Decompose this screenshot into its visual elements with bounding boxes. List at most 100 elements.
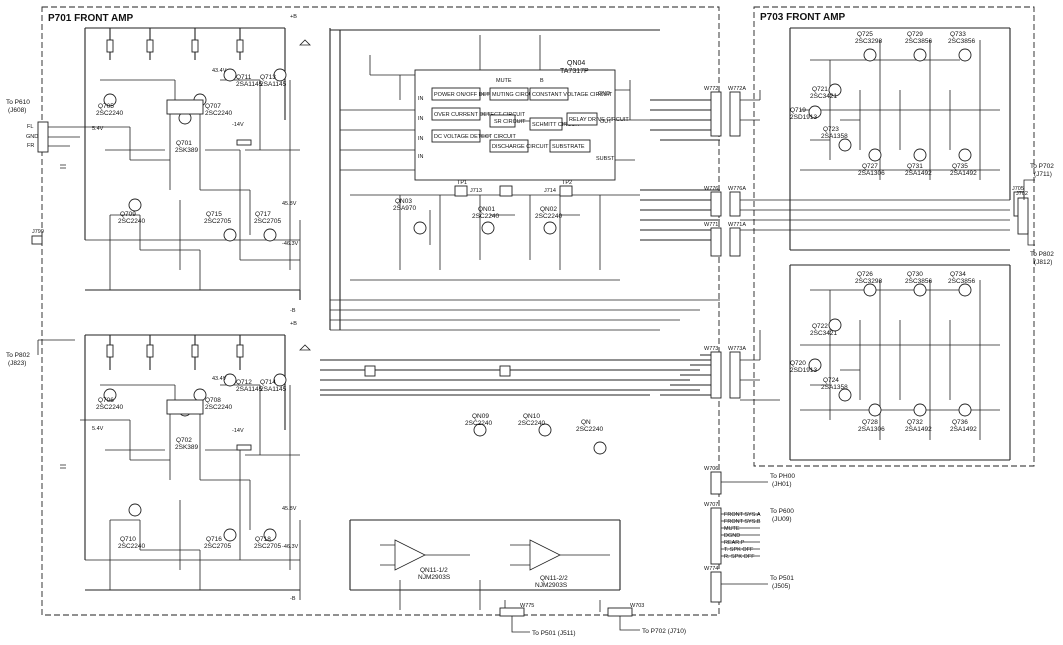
svg-text:FRONT SYS.A: FRONT SYS.A bbox=[724, 512, 761, 518]
p701-board-outline bbox=[41, 6, 720, 616]
to-p501-right-label: To P501 bbox=[770, 575, 794, 582]
svg-text:DC VOLTAGE DETECT CIRCUIT: DC VOLTAGE DETECT CIRCUIT bbox=[434, 134, 517, 140]
input-connector: FL GND FR bbox=[26, 121, 80, 153]
center-transistors bbox=[413, 221, 607, 455]
left-passive-components bbox=[60, 39, 311, 469]
svg-text:+B: +B bbox=[290, 14, 297, 20]
svg-text:Q712: Q712 bbox=[236, 379, 252, 386]
svg-text:J713: J713 bbox=[470, 188, 482, 194]
svg-text:2SA1492: 2SA1492 bbox=[905, 426, 932, 433]
p701-title: P701 FRONT AMP bbox=[48, 13, 134, 24]
svg-text:Q708: Q708 bbox=[205, 397, 221, 404]
svg-text:Q719: Q719 bbox=[790, 107, 806, 114]
svg-text:SUBSTRATE: SUBSTRATE bbox=[552, 144, 585, 150]
svg-text:2SA1358: 2SA1358 bbox=[821, 133, 848, 140]
svg-text:Q702: Q702 bbox=[176, 437, 192, 444]
to-ph00-sub: (JH01) bbox=[772, 481, 792, 488]
to-p802-right-sub: (J812) bbox=[1034, 259, 1052, 266]
svg-text:B: B bbox=[540, 78, 544, 84]
to-p610-label: To P610 bbox=[6, 99, 30, 106]
svg-text:MUTE: MUTE bbox=[724, 526, 740, 532]
svg-text:2SC2240: 2SC2240 bbox=[96, 404, 123, 411]
svg-text:2SC2240: 2SC2240 bbox=[96, 110, 123, 117]
svg-text:2SK389: 2SK389 bbox=[175, 444, 199, 451]
mid-connectors: W772 W772A W776 W776A W771 W771A W773 W7… bbox=[704, 86, 746, 603]
svg-text:2SC3298: 2SC3298 bbox=[855, 278, 882, 285]
svg-text:Q729: Q729 bbox=[907, 31, 923, 38]
to-p600-label: To P600 bbox=[770, 508, 794, 515]
svg-text:Q710: Q710 bbox=[120, 536, 136, 543]
svg-text:W773A: W773A bbox=[728, 346, 746, 352]
svg-text:OUT: OUT bbox=[600, 119, 612, 125]
left-voltage-notes: 43.4V 43.4V -14V -14V 5.4V 5.4V 45.8V 45… bbox=[92, 14, 299, 602]
center-jumpers: TP1 J713 TP2 J714 bbox=[364, 180, 573, 377]
svg-text:-14V: -14V bbox=[232, 428, 244, 434]
svg-text:QN11-1/2: QN11-1/2 bbox=[420, 567, 448, 574]
svg-text:MUTE: MUTE bbox=[496, 78, 512, 84]
svg-text:W703: W703 bbox=[630, 603, 644, 609]
svg-text:W772: W772 bbox=[704, 86, 718, 92]
svg-text:J705: J705 bbox=[1012, 186, 1024, 192]
svg-text:Q701: Q701 bbox=[176, 140, 192, 147]
svg-text:2SD1913: 2SD1913 bbox=[790, 114, 817, 121]
svg-text:Q722: Q722 bbox=[812, 323, 828, 330]
svg-text:Q728: Q728 bbox=[862, 419, 878, 426]
p600-signals: FRONT SYS.A FRONT SYS.B MUTE DGND REAR.P… bbox=[721, 512, 761, 560]
svg-text:SCHMITT CIRCUIT: SCHMITT CIRCUIT bbox=[532, 122, 581, 128]
right-amp-wiring bbox=[789, 27, 1011, 461]
svg-text:2SC2240: 2SC2240 bbox=[472, 213, 499, 220]
svg-text:5.4V: 5.4V bbox=[92, 126, 104, 132]
svg-text:W771: W771 bbox=[704, 222, 718, 228]
svg-text:W774: W774 bbox=[704, 566, 718, 572]
to-p501-bottom-label: To P501 (J511) bbox=[532, 630, 576, 637]
svg-text:IN: IN bbox=[418, 96, 424, 102]
svg-text:2SA1306: 2SA1306 bbox=[858, 426, 885, 433]
svg-text:2SC3856: 2SC3856 bbox=[905, 38, 932, 45]
svg-text:Q730: Q730 bbox=[907, 271, 923, 278]
svg-text:Q720: Q720 bbox=[790, 360, 806, 367]
svg-text:2SC2240: 2SC2240 bbox=[118, 218, 145, 225]
svg-text:2SC3856: 2SC3856 bbox=[905, 278, 932, 285]
center-transistor-labels: QN03 2SA970 QN01 2SC2240 QN02 2SC2240 QN… bbox=[393, 198, 603, 433]
svg-text:IN: IN bbox=[418, 116, 424, 122]
svg-text:43.4V: 43.4V bbox=[212, 376, 227, 382]
bottom-connectors: W775 W703 bbox=[499, 603, 644, 633]
svg-text:POWER ON/OFF DETECT CIRCUIT: POWER ON/OFF DETECT CIRCUIT bbox=[434, 92, 525, 98]
svg-text:Q726: Q726 bbox=[857, 271, 873, 278]
svg-text:OVER CURRENT DETECT CIRCUIT: OVER CURRENT DETECT CIRCUIT bbox=[434, 112, 526, 118]
svg-text:SUBST: SUBST bbox=[596, 156, 615, 162]
svg-text:2SC2705: 2SC2705 bbox=[254, 218, 281, 225]
svg-text:2SC3856: 2SC3856 bbox=[948, 38, 975, 45]
svg-text:-14V: -14V bbox=[232, 122, 244, 128]
svg-text:Q736: Q736 bbox=[952, 419, 968, 426]
svg-text:2SA1492: 2SA1492 bbox=[950, 426, 977, 433]
to-p802-left-sub: (J823) bbox=[8, 360, 26, 367]
svg-text:W707: W707 bbox=[704, 502, 718, 508]
svg-text:Q715: Q715 bbox=[206, 211, 222, 218]
ic-qn04: QN04 TA7317P POWER ON/OFF DETECT CIRCUIT… bbox=[414, 60, 629, 181]
left-transistor-labels: Q705 2SC2240 Q707 2SC2240 Q711 2SA1145 Q… bbox=[96, 74, 287, 550]
to-p702-bottom-label: To P702 (J710) bbox=[642, 628, 686, 635]
p703-title: P703 FRONT AMP bbox=[760, 12, 846, 23]
svg-text:Q707: Q707 bbox=[205, 103, 221, 110]
svg-text:NJM2903S: NJM2903S bbox=[418, 574, 451, 581]
svg-text:NJM2903S: NJM2903S bbox=[535, 582, 568, 589]
svg-text:45.8V: 45.8V bbox=[282, 201, 297, 207]
left-amp-lower-wiring bbox=[80, 334, 301, 600]
svg-text:QN04: QN04 bbox=[567, 60, 585, 67]
svg-text:QN09: QN09 bbox=[472, 413, 489, 420]
svg-text:2SC2705: 2SC2705 bbox=[204, 218, 231, 225]
svg-text:W773: W773 bbox=[704, 346, 718, 352]
svg-text:2SA1358: 2SA1358 bbox=[821, 384, 848, 391]
svg-text:Q721: Q721 bbox=[812, 86, 828, 93]
svg-text:2SA1145: 2SA1145 bbox=[236, 386, 263, 393]
svg-text:W775: W775 bbox=[520, 603, 534, 609]
svg-text:2SA1306: 2SA1306 bbox=[858, 170, 885, 177]
svg-text:2SC2240: 2SC2240 bbox=[518, 420, 545, 427]
svg-text:QN01: QN01 bbox=[478, 206, 495, 213]
svg-text:W706: W706 bbox=[704, 466, 718, 472]
svg-text:Q732: Q732 bbox=[907, 419, 923, 426]
svg-text:+B: +B bbox=[290, 321, 297, 327]
svg-text:Q733: Q733 bbox=[950, 31, 966, 38]
